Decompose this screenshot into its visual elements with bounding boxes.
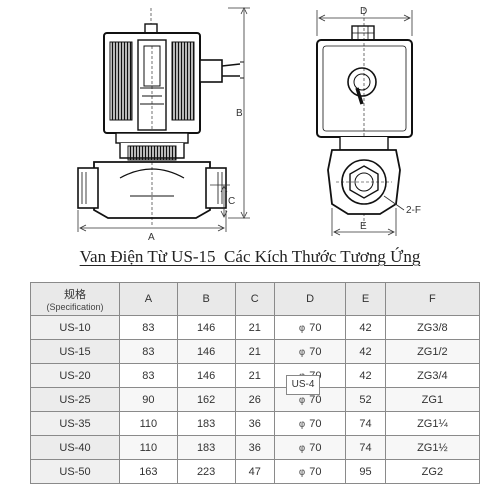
header-d: D <box>274 282 347 316</box>
cell-a: 83 <box>119 339 178 364</box>
cell-a: 83 <box>119 315 178 340</box>
cell-f: ZG1½ <box>384 435 481 460</box>
cell-model: US-35 <box>30 411 120 436</box>
spec-table-header: 规格 (Specification) A B C D E F <box>30 282 481 316</box>
header-a: A <box>119 282 178 316</box>
cell-model: US-40 <box>30 435 120 460</box>
table-row: US-208314621φ7042ZG3/4 <box>30 363 481 388</box>
front-dimensions <box>77 7 250 232</box>
cell-b: 146 <box>176 363 236 388</box>
diameter-symbol: φ <box>298 346 306 358</box>
cell-model: US-50 <box>30 459 120 484</box>
cell-c: 47 <box>234 459 276 484</box>
cell-d-value: 70 <box>309 417 322 430</box>
cell-f: ZG1¼ <box>384 411 481 436</box>
cell-model: US-10 <box>30 315 120 340</box>
cell-d-value: 70 <box>309 393 322 406</box>
header-model-main: 规格 <box>64 289 86 301</box>
header-e: E <box>345 282 386 316</box>
watermark-label: US-4 <box>286 375 320 395</box>
cell-e: 52 <box>345 387 386 412</box>
cell-a: 83 <box>119 363 178 388</box>
cell-b: 183 <box>176 435 236 460</box>
drawing-caption: Van Điện Từ US-15 Các Kích Thước Tương Ứ… <box>79 247 421 266</box>
diameter-symbol: φ <box>298 418 306 430</box>
diameter-symbol: φ <box>298 394 306 406</box>
cell-c: 21 <box>234 339 276 364</box>
cell-model: US-15 <box>30 339 120 364</box>
dim-label-f: 2-F <box>406 205 421 216</box>
cell-b: 162 <box>176 387 236 412</box>
cell-a: 90 <box>119 387 178 412</box>
header-c: C <box>234 282 276 316</box>
header-model: 规格 (Specification) <box>30 282 120 316</box>
cell-d-value: 70 <box>309 345 322 358</box>
cell-b: 146 <box>176 315 236 340</box>
front-view <box>77 8 244 226</box>
header-model-sub: (Specification) <box>46 302 104 312</box>
header-f: F <box>384 282 481 316</box>
cell-c: 21 <box>234 315 276 340</box>
cell-b: 146 <box>176 339 236 364</box>
cell-b: 223 <box>176 459 236 484</box>
side-dimensions <box>316 10 413 236</box>
diameter-symbol: φ <box>298 442 306 454</box>
cell-model: US-25 <box>30 387 120 412</box>
cell-e: 42 <box>345 339 386 364</box>
cell-f: ZG1 <box>384 387 481 412</box>
coil-left <box>109 41 133 121</box>
coil-right <box>171 41 195 121</box>
diameter-symbol: φ <box>298 466 306 478</box>
side-view <box>316 8 413 226</box>
cell-a: 110 <box>119 411 178 436</box>
cell-d-value: 70 <box>309 465 322 478</box>
cell-d-value: 70 <box>309 321 322 334</box>
cell-f: ZG1/2 <box>384 339 481 364</box>
cell-f: ZG3/8 <box>384 315 481 340</box>
cell-c: 36 <box>234 411 276 436</box>
dim-label-e: E <box>360 221 367 232</box>
cell-e: 74 <box>345 411 386 436</box>
cell-c: 36 <box>234 435 276 460</box>
dim-label-c: C <box>228 196 235 207</box>
cell-e: 74 <box>345 435 386 460</box>
cell-b: 183 <box>176 411 236 436</box>
dim-label-a: A <box>148 232 155 240</box>
dim-label-b: B <box>236 108 243 119</box>
diameter-symbol: φ <box>298 322 306 334</box>
valve-technical-drawing: A B C D E 2-F <box>77 6 421 240</box>
cell-f: ZG2 <box>384 459 481 484</box>
header-b: B <box>176 282 236 316</box>
cell-e: 95 <box>345 459 386 484</box>
cell-d-value: 70 <box>309 441 322 454</box>
cell-a: 163 <box>119 459 178 484</box>
cell-e: 42 <box>345 315 386 340</box>
cell-a: 110 <box>119 435 178 460</box>
cell-f: ZG3/4 <box>384 363 481 388</box>
cell-c: 21 <box>234 363 276 388</box>
cell-model: US-20 <box>30 363 120 388</box>
cell-e: 42 <box>345 363 386 388</box>
dim-label-d: D <box>360 6 367 17</box>
cell-c: 26 <box>234 387 276 412</box>
